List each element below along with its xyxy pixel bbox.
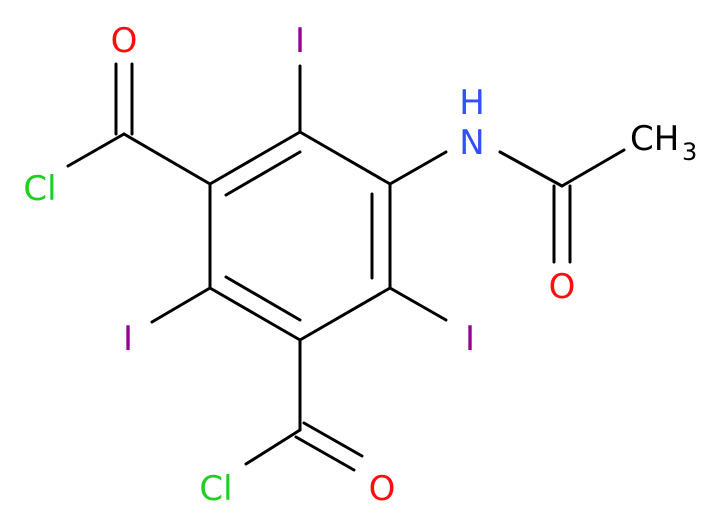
atom-o-amide: O [549,267,576,307]
bond-co-bottom-a [294,435,356,472]
ring-bond-2 [298,130,392,186]
bond-c-ch3 [560,148,626,188]
bond-ccl-top [66,132,126,168]
bond-ci-right [388,286,448,322]
bond-co-bottom-b [302,421,364,458]
atom-labels: O Cl I H N CH 3 O I I Cl O [23,21,697,509]
bond-ring-n [388,150,448,186]
atom-ch3-main: CH [630,119,679,159]
bond-ring-carbonyl-top [122,132,212,186]
ring-bond-1 [208,130,302,186]
atom-h-amide: H [459,83,485,123]
ring-bond-4 [298,286,392,342]
atom-cl-bottom: Cl [199,469,232,509]
atom-o-top: O [111,21,138,61]
ring-bond-1-inner [224,150,302,197]
atom-i-top: I [295,21,305,61]
atom-ch3-subscript: 3 [682,138,697,166]
atom-ch3: CH 3 [630,119,697,166]
atom-cl-left: Cl [23,169,56,209]
ring-bond-5-inner [224,275,302,322]
ring-bond-5 [208,286,302,342]
bond-n-c [498,150,564,188]
atom-i-left: I [123,319,133,359]
bond-ccl-bottom [244,428,302,466]
bond-ci-left [150,286,212,324]
atom-i-right: I [465,319,475,359]
atom-o-bottom: O [369,469,396,509]
atom-n-amide: N [459,123,484,163]
bonds [66,62,626,472]
